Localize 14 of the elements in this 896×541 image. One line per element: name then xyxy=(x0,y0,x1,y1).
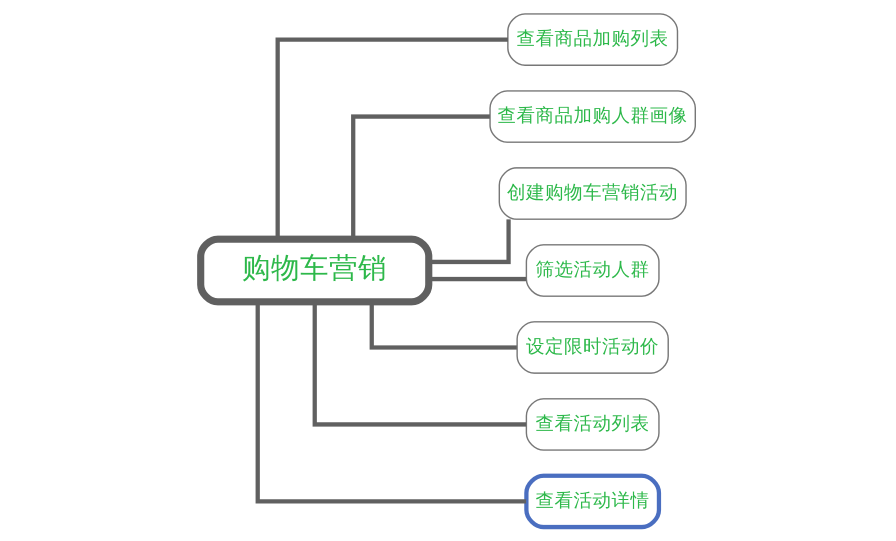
connector xyxy=(256,302,526,504)
node-box: 查看商品加购列表 xyxy=(507,13,678,66)
node-box: 查看商品加购人群画像 xyxy=(489,90,696,143)
node-box: 设定限时活动价 xyxy=(516,321,669,374)
connector xyxy=(276,37,508,239)
connector xyxy=(429,219,511,264)
connector xyxy=(370,302,517,350)
node-box: 查看活动详情 xyxy=(524,474,662,530)
connector xyxy=(351,114,490,239)
node-box: 查看活动列表 xyxy=(526,398,660,451)
node-box: 创建购物车营销活动 xyxy=(498,167,687,220)
node-box: 筛选活动人群 xyxy=(526,244,660,297)
node-box: 购物车营销 xyxy=(197,236,432,306)
connector xyxy=(312,302,526,427)
